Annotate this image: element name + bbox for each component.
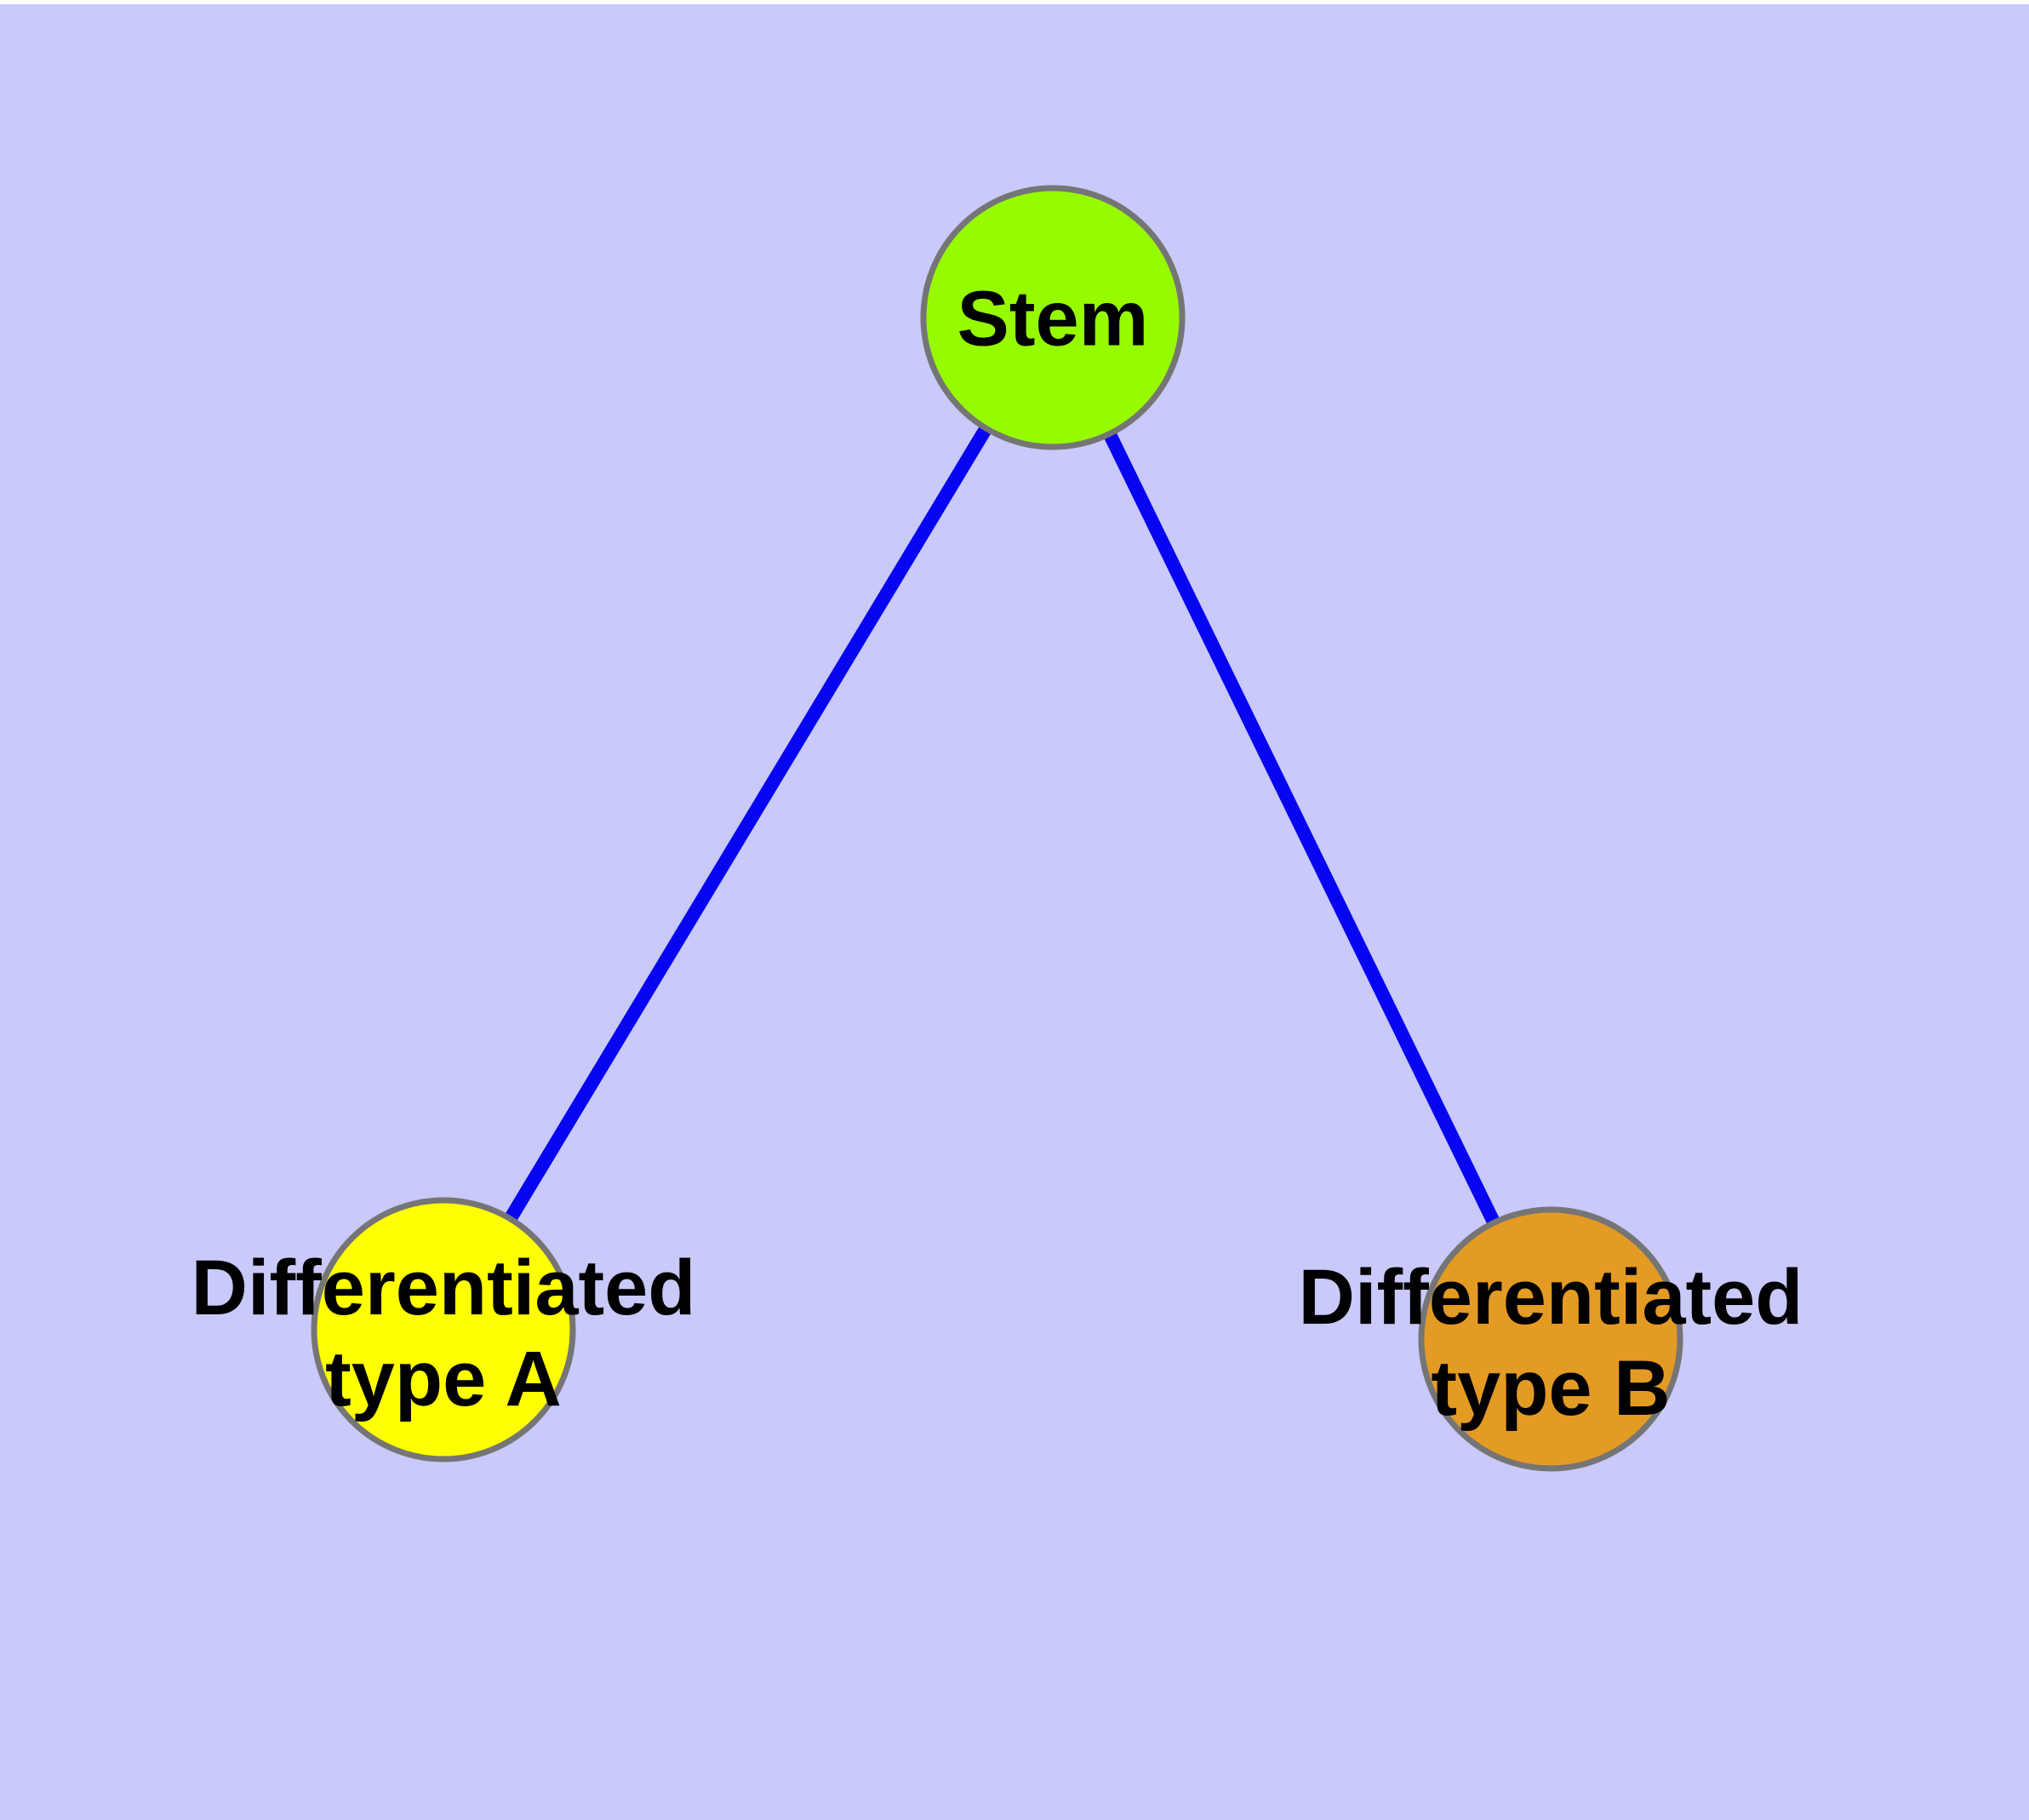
edge-stem-to-type-a: [437, 313, 1059, 1334]
node-stem-circle: [920, 185, 1186, 450]
top-white-strip: [0, 0, 2029, 4]
node-type-b-circle: [1418, 1206, 1683, 1472]
edge-stem-to-type-b: [1046, 314, 1557, 1342]
node-type-a-circle: [311, 1197, 576, 1462]
